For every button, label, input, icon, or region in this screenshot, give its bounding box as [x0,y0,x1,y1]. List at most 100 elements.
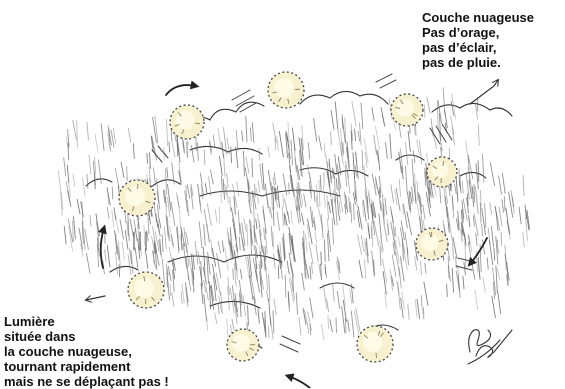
hatch-stroke [232,319,234,330]
hatch-stroke [233,269,234,280]
hatch-stroke [452,268,453,292]
hatch-stroke [73,175,75,187]
hatch-stroke [244,151,245,176]
hatch-stroke [256,271,260,293]
hatch-stroke [270,318,273,340]
hatch-stroke [200,173,202,183]
cloud-outline [320,283,354,288]
light-sphere-icon [227,329,259,361]
hatch-stroke [453,243,454,259]
light-sphere-icon [427,157,457,187]
hatch-stroke [162,260,164,285]
hatch-stroke [202,185,203,199]
hatch-stroke [230,197,231,212]
hatch-stroke [213,135,214,146]
hatch-stroke [405,232,408,253]
hatch-stroke [320,175,321,190]
hatch-stroke [434,186,436,196]
hatch-stroke [460,178,461,189]
hatch-stroke [383,272,386,295]
hatch-stroke [404,252,407,270]
hatch-stroke [266,267,268,290]
hatch-stroke [252,123,254,143]
hatch-stroke [358,235,362,255]
hatch-stroke [487,258,488,269]
hatch-stroke [236,130,238,150]
hatch-stroke [353,153,355,179]
hatch-stroke [392,255,396,276]
hatch-stroke [192,269,193,285]
hatch-stroke [324,240,325,262]
hatch-stroke [273,232,274,249]
light-sphere-icon [268,72,304,108]
hatch-stroke [150,153,151,169]
hatch-stroke [447,284,448,297]
hatch-stroke [499,207,502,226]
annotation-light-description: Lumière située dans la couche nuageuse, … [4,314,169,389]
hatch-stroke [188,276,191,291]
hatch-stroke [368,223,370,239]
hatch-stroke [337,291,339,308]
hatch-stroke [359,260,362,277]
hatch-stroke [268,146,270,156]
hatch-stroke [406,166,408,193]
hatch-stroke [273,187,274,210]
hatch-stroke [58,171,60,191]
hatch-stroke [478,125,479,145]
hatch-stroke [231,147,232,163]
hatch-stroke [147,153,148,163]
hatch-stroke [237,182,239,196]
hatch-stroke [77,120,78,147]
hatch-stroke [145,249,148,269]
light-sphere-icon [391,94,423,126]
hatch-stroke [462,182,463,194]
hatch-stroke [107,245,110,267]
hatch-stroke [84,235,85,249]
hatch-stroke [83,178,86,196]
annotation-line: la couche nuageuse, [4,344,169,359]
cloud-outline [150,180,180,188]
hatch-stroke [180,216,181,227]
hatch-stroke [240,269,242,279]
hatch-stroke [349,199,350,213]
hatch-stroke [347,171,350,193]
hatch-stroke [259,148,260,160]
hatch-stroke [247,224,248,246]
hatch-stroke [199,222,202,248]
hatch-stroke [169,142,170,152]
hatch-stroke [319,136,322,150]
rotation-arrow-icon [101,228,104,268]
hatch-stroke [322,325,324,340]
hatch-stroke [218,303,219,314]
annotation-line: située dans [4,329,169,344]
annotation-line: Lumière [4,314,169,329]
hatch-stroke [252,159,253,177]
hatch-stroke [399,268,401,288]
hatch-stroke [336,318,337,332]
hatch-stroke [459,169,460,186]
hatch-stroke [181,291,182,303]
hatch-stroke [162,235,163,252]
hatch-stroke [242,131,243,141]
hatch-stroke [375,126,379,150]
hatch-stroke [219,207,220,224]
hatch-stroke [171,129,172,142]
hatch-stroke [211,240,213,256]
hatch-stroke [506,208,510,235]
hatch-stroke [206,286,208,300]
hatch-stroke [141,242,142,256]
hatch-stroke [283,194,284,207]
hatch-stroke [112,211,114,228]
hatch-stroke [312,211,313,222]
hatch-stroke [351,202,352,222]
hatch-stroke [291,239,295,262]
hatch-stroke [328,316,329,329]
hatch-stroke [205,184,207,194]
hatch-stroke [281,268,282,279]
hatch-stroke [328,202,330,213]
hatch-stroke [387,219,388,235]
hatch-stroke [390,134,392,158]
hatch-stroke [386,143,388,159]
hatch-stroke [128,129,130,142]
hatch-stroke [302,273,305,290]
